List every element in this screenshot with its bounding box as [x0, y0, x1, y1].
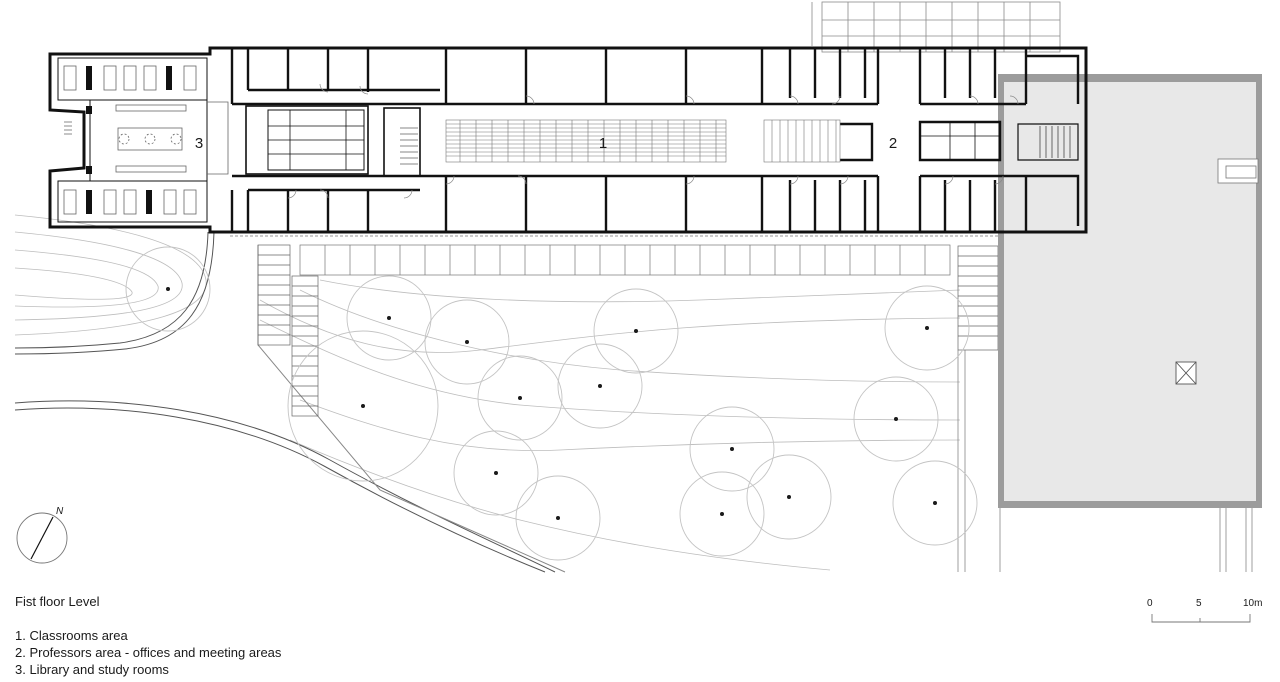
zone-number-professors: 2 — [889, 135, 897, 152]
service-core — [245, 105, 1079, 177]
legend-item-classrooms: 1. Classrooms area — [15, 628, 128, 643]
legend-item-library: 3. Library and study rooms — [15, 662, 169, 677]
library-furniture — [63, 65, 229, 215]
scale-label-zero: 0 — [1147, 598, 1153, 609]
site-contour-lines — [14, 214, 961, 571]
trees — [125, 246, 978, 561]
roof-terrace — [998, 74, 1262, 572]
forecourt-paving — [230, 235, 1001, 572]
roof-skylight-symbol — [1175, 361, 1197, 385]
legend-item-professors: 2. Professors area - offices and meeting… — [15, 645, 282, 660]
zone-number-library: 3 — [195, 135, 203, 152]
plan-title: Fist floor Level — [15, 594, 100, 609]
zone-number-classrooms: 1 — [599, 135, 607, 152]
classroom-atrium — [445, 119, 841, 163]
door-swings — [287, 83, 1019, 199]
scale-label-ten: 10m — [1243, 598, 1263, 609]
legend: 1. Classrooms area 2. Professors area - … — [15, 627, 281, 678]
entrance-steps — [257, 244, 999, 417]
north-arrow: N — [16, 506, 68, 564]
scale-label-five: 5 — [1196, 598, 1202, 609]
entrance-canopy — [811, 1, 1061, 53]
north-label: N — [56, 506, 64, 517]
interior-walls — [230, 48, 1080, 232]
scale-bar — [1151, 614, 1251, 623]
